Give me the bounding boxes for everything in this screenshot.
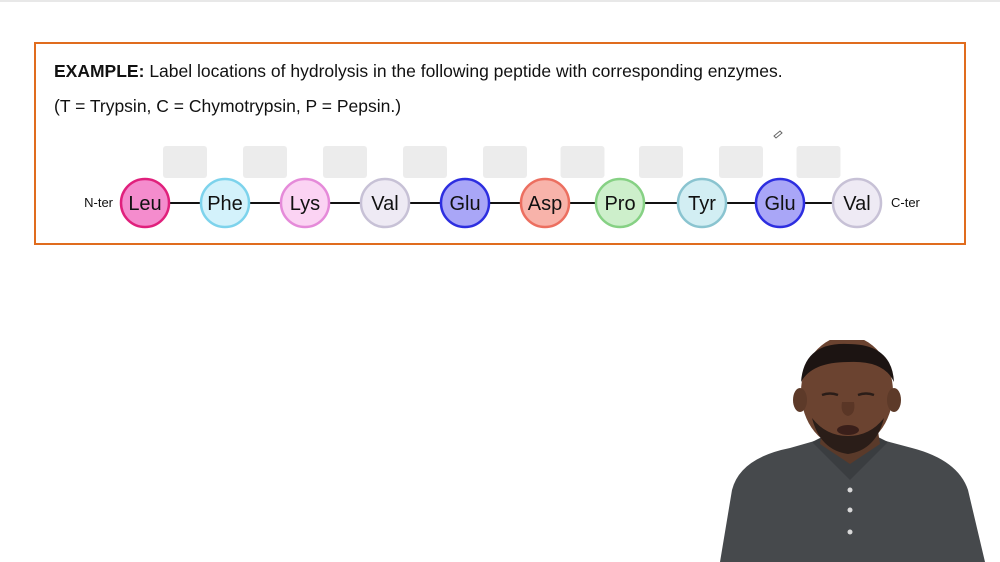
answer-slot[interactable]	[719, 146, 763, 178]
answer-slot[interactable]	[639, 146, 683, 178]
answer-slot[interactable]	[243, 146, 287, 178]
residue-label: Val	[371, 193, 398, 215]
answer-slot[interactable]	[796, 146, 841, 178]
top-rule	[0, 0, 1000, 2]
residue-label: Glu	[449, 193, 480, 215]
residue-label: Lys	[290, 193, 320, 215]
residue-label: Val	[843, 193, 870, 215]
example-prompt: Label locations of hydrolysis in the fol…	[149, 61, 783, 81]
residue-circle	[439, 177, 491, 229]
answer-slot[interactable]	[560, 146, 605, 178]
residue-circle	[359, 177, 411, 229]
residue-circle	[831, 177, 883, 229]
residue-label: Tyr	[688, 193, 716, 215]
residue-circle	[279, 177, 331, 229]
residue-circle	[119, 177, 171, 229]
residue-circle	[754, 177, 806, 229]
residue-label: Pro	[604, 193, 635, 215]
n-terminus-label: N-ter	[84, 195, 114, 210]
presenter-video	[720, 340, 985, 562]
c-terminus-label: C-ter	[891, 195, 921, 210]
pencil-cursor-icon	[773, 130, 783, 139]
residue-label: Leu	[128, 193, 161, 215]
answer-slot[interactable]	[403, 146, 447, 178]
residue-label: Phe	[207, 193, 243, 215]
residue-circle	[199, 177, 251, 229]
answer-slot[interactable]	[323, 146, 367, 178]
residue-circle	[519, 177, 571, 229]
example-prompt-line: EXAMPLE: Label locations of hydrolysis i…	[54, 61, 783, 82]
answer-slot[interactable]	[163, 146, 207, 178]
residue-circle	[594, 177, 646, 229]
example-box: EXAMPLE: Label locations of hydrolysis i…	[34, 42, 966, 245]
example-label: EXAMPLE:	[54, 61, 145, 81]
enzyme-key: (T = Trypsin, C = Chymotrypsin, P = Peps…	[54, 96, 402, 116]
residue-label: Glu	[764, 193, 795, 215]
residue-circle	[676, 177, 728, 229]
residue-label: Asp	[528, 193, 562, 215]
answer-slot[interactable]	[483, 146, 527, 178]
